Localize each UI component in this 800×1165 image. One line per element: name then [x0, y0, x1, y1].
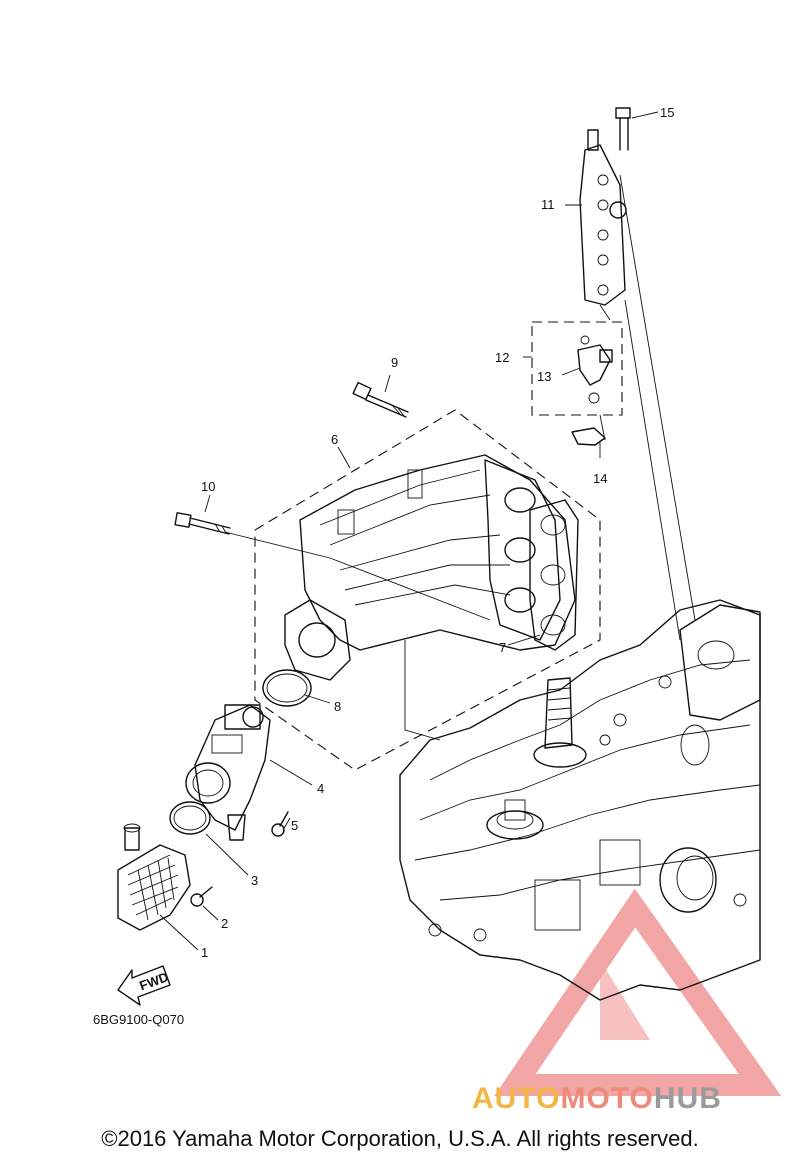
intake-manifold: [284, 454, 576, 681]
manifold-gasket: [529, 499, 579, 651]
bolt-10: [174, 512, 231, 535]
forward-arrow-icon: FWD: [117, 965, 171, 1006]
callout-2: 2: [221, 916, 228, 931]
callout-4: 4: [317, 781, 324, 796]
callout-14: 14: [593, 471, 607, 486]
injector-group-outline: [531, 321, 623, 416]
bolt-9: [352, 381, 409, 418]
diagram-code: 6BG9100-Q070: [93, 1012, 184, 1027]
injector-clip: [571, 427, 606, 446]
leader-lines: [159, 111, 696, 951]
fuel-injector: [577, 335, 613, 404]
callout-9: 9: [391, 355, 398, 370]
watermark-logo: [494, 888, 782, 1096]
fwd-label: FWD: [137, 969, 170, 993]
callout-12: 12: [495, 350, 509, 365]
callout-13: 13: [537, 369, 551, 384]
callout-5: 5: [291, 818, 298, 833]
callout-1: 1: [201, 945, 208, 960]
watermark-text: AUTOMOTOHUB: [472, 1082, 722, 1116]
watermark-auto: AUTO: [472, 1082, 561, 1115]
intake-silencer: [117, 823, 191, 931]
engine-block: [399, 599, 761, 1001]
screw-5: [271, 811, 289, 837]
intake-assembly-outline: [254, 409, 601, 771]
callout-7: 7: [499, 640, 506, 655]
bolt-15: [615, 107, 631, 151]
watermark-hub: HUB: [653, 1082, 722, 1115]
o-ring-large: [262, 669, 312, 707]
callout-11: 11: [541, 197, 555, 212]
callout-6: 6: [331, 432, 338, 447]
callouts: 1 2 3 4 5 6 7 8 9 10 11 12 13 14 15: [201, 105, 674, 960]
watermark-moto: MOTO: [560, 1082, 654, 1115]
copyright-notice: ©2016 Yamaha Motor Corporation, U.S.A. A…: [101, 1126, 699, 1151]
callout-10: 10: [201, 479, 215, 494]
screw-2: [190, 886, 213, 907]
callout-3: 3: [251, 873, 258, 888]
o-ring-small: [169, 801, 211, 835]
callout-8: 8: [334, 699, 341, 714]
fuel-rail: [579, 129, 627, 306]
throttle-body: [185, 704, 271, 841]
callout-15: 15: [660, 105, 674, 120]
